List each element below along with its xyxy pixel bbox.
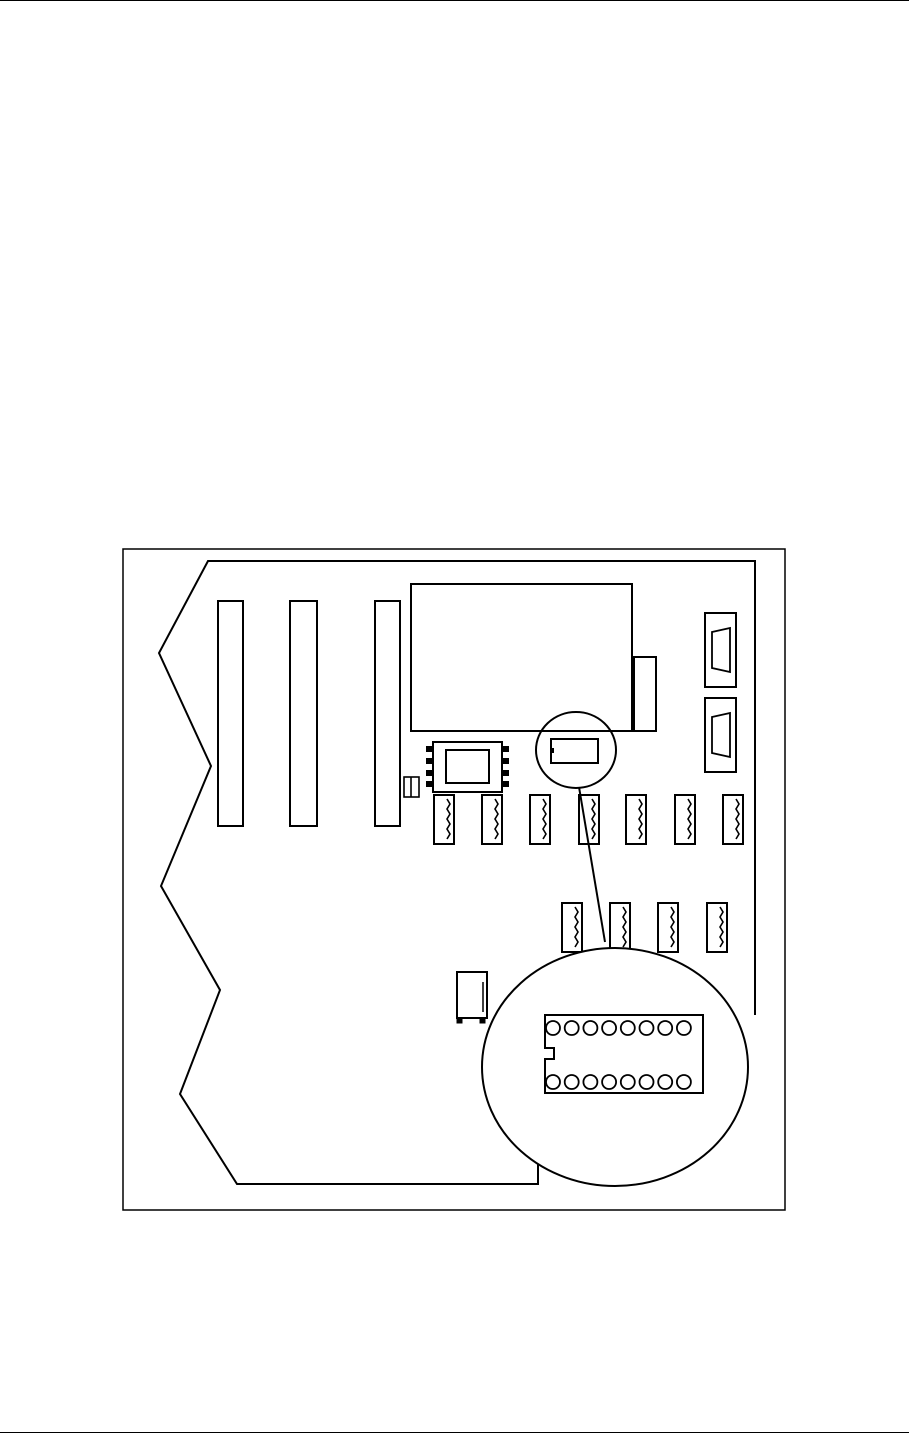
expansion-slot — [290, 601, 317, 826]
expansion-slot — [375, 601, 400, 826]
relay — [427, 742, 508, 792]
serial-connectors — [705, 613, 736, 772]
small-connector — [457, 972, 487, 1023]
main-chip — [411, 584, 632, 731]
expansion-slots — [218, 601, 400, 826]
terminal-block — [434, 795, 454, 844]
terminal-block — [723, 795, 743, 844]
terminal-blocks-upper-row — [434, 795, 743, 844]
terminal-blocks-lower-row — [562, 903, 727, 952]
small-capacitor — [404, 777, 419, 797]
small-chip — [551, 739, 598, 763]
terminal-block — [626, 795, 646, 844]
terminal-block — [530, 795, 550, 844]
terminal-block — [658, 903, 678, 952]
serial-connector — [705, 613, 736, 687]
terminal-block — [675, 795, 695, 844]
dip-socket — [545, 1015, 703, 1093]
expansion-slot — [218, 601, 243, 826]
highlight-circle — [536, 712, 616, 788]
side-header — [634, 657, 656, 731]
footer-rule — [0, 1432, 909, 1433]
terminal-block — [482, 795, 502, 844]
terminal-block — [610, 903, 630, 952]
terminal-block — [562, 903, 582, 952]
serial-connector — [705, 698, 736, 772]
terminal-block — [707, 903, 727, 952]
